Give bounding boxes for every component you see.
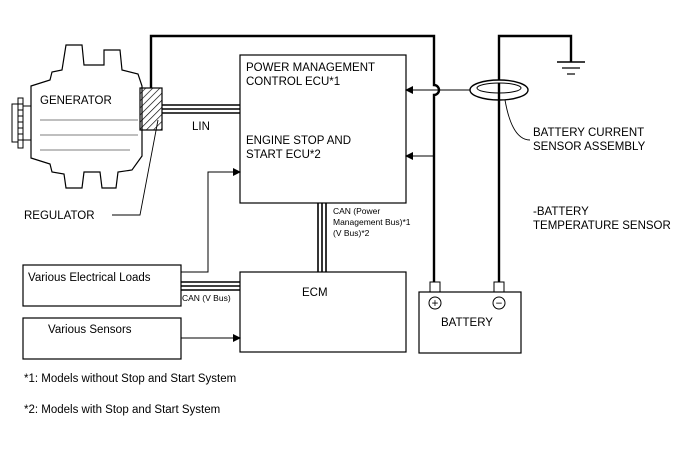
battery-negative-icon bbox=[492, 296, 506, 310]
regulator-label: REGULATOR bbox=[24, 210, 95, 222]
battery: + − BATTERY bbox=[418, 281, 522, 354]
footnote-1: *1: Models without Stop and Start System bbox=[24, 373, 236, 385]
lin-label: LIN bbox=[192, 121, 210, 133]
various-sensors-label: Various Sensors bbox=[48, 324, 132, 336]
footnote-2: *2: Models with Stop and Start System bbox=[24, 404, 220, 416]
can-pm-label-line1: CAN (Power bbox=[333, 206, 380, 216]
battery-current-sensor-icon bbox=[469, 79, 529, 101]
can-pm-label-line3: (V Bus)*2 bbox=[333, 228, 370, 238]
ecm-label: ECM bbox=[302, 287, 328, 299]
pm-ecu-label-line1: POWER MANAGEMENT bbox=[246, 62, 375, 74]
current-sensor-label-line1: BATTERY CURRENT bbox=[533, 127, 644, 139]
pm-ecu-label-line2: CONTROL ECU*1 bbox=[246, 76, 340, 88]
various-electrical-loads-box: Various Electrical Loads bbox=[22, 264, 182, 307]
ecu-box: POWER MANAGEMENT CONTROL ECU*1 ENGINE ST… bbox=[239, 54, 407, 204]
generator-body bbox=[30, 44, 143, 189]
can-v-bus bbox=[181, 281, 240, 291]
battery-label: BATTERY bbox=[441, 317, 493, 329]
can-power-management-bus bbox=[317, 203, 327, 272]
ground-icon bbox=[557, 61, 585, 75]
regulator bbox=[139, 87, 163, 131]
main-power-wire bbox=[149, 34, 441, 282]
various-sensors-box: Various Sensors bbox=[22, 317, 182, 360]
ecm-box: ECM bbox=[239, 271, 407, 353]
es-ecu-label-line1: ENGINE STOP AND bbox=[246, 135, 351, 147]
temperature-sensor-label-line2: TEMPERATURE SENSOR bbox=[533, 220, 671, 232]
various-loads-label: Various Electrical Loads bbox=[28, 272, 151, 284]
generator: GENERATOR bbox=[11, 44, 143, 189]
regulator-leader-line bbox=[112, 119, 159, 216]
generator-pulley bbox=[11, 97, 32, 149]
battery-positive-icon bbox=[428, 296, 442, 310]
battery-minus-label: − bbox=[496, 298, 503, 310]
temperature-sensor-label-line1: -BATTERY bbox=[533, 206, 589, 218]
battery-plus-label: + bbox=[432, 298, 439, 310]
can-v-label: CAN (V Bus) bbox=[182, 293, 231, 303]
generator-label: GENERATOR bbox=[40, 95, 112, 107]
loads-signal-wire bbox=[181, 168, 241, 273]
can-pm-label-line2: Management Bus)*1 bbox=[333, 217, 411, 227]
lin-bus bbox=[162, 104, 240, 114]
current-sensor-leader-line bbox=[504, 99, 531, 141]
es-ecu-label-line2: START ECU*2 bbox=[246, 149, 321, 161]
current-sensor-label-line2: SENSOR ASSEMBLY bbox=[533, 141, 646, 153]
ground-wire bbox=[497, 34, 573, 282]
